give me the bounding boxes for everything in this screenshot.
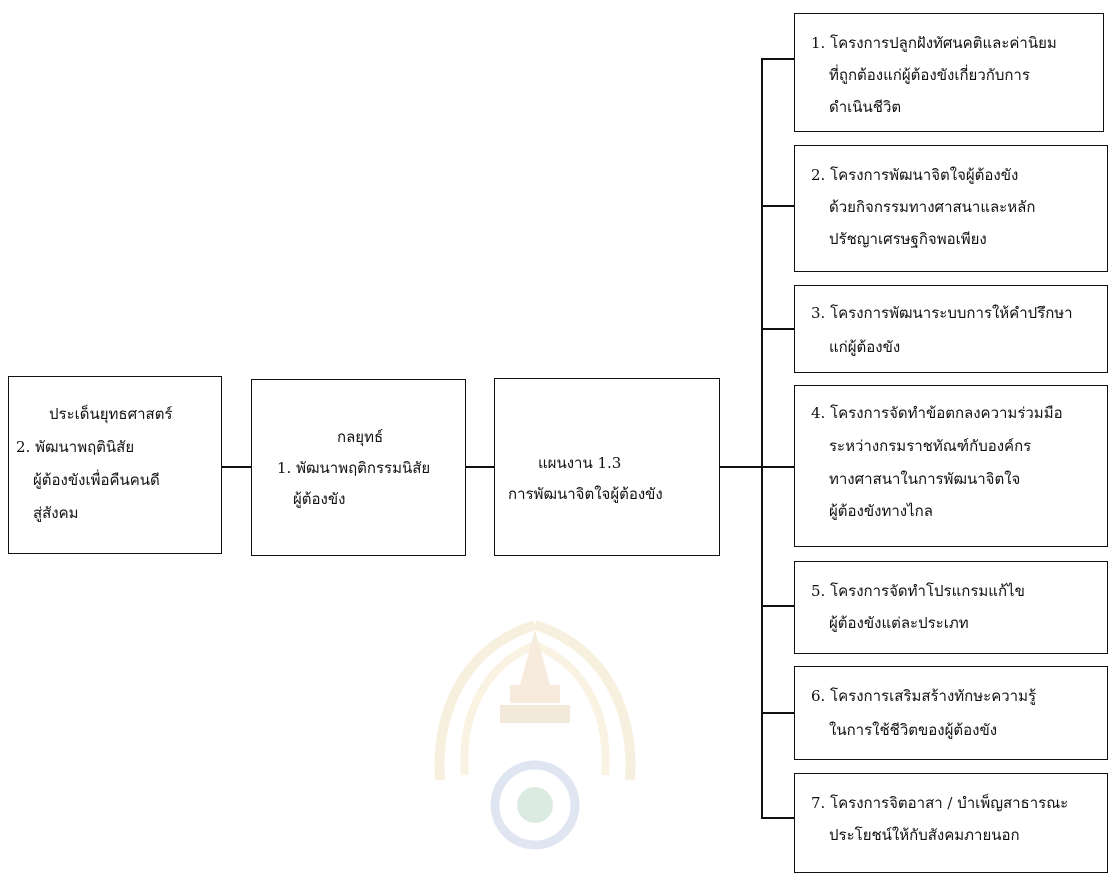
- project-2-line3: ปรัชญาเศรษฐกิจพอเพียง: [829, 230, 987, 248]
- plan-heading: แผนงาน 1.3: [538, 454, 622, 472]
- project-6-line1: 6. โครงการเสริมสร้างทักษะความรู้: [811, 687, 1037, 705]
- project-4-line3: ทางศาสนาในการพัฒนาจิตใจ: [829, 470, 1021, 488]
- project-box-5: 5. โครงการจัดทำโปรแกรมแก้ไข ผู้ต้องขังแต…: [794, 561, 1108, 654]
- strategy-title-line2: ผู้ต้องขัง: [293, 490, 346, 508]
- connector-issue-strategy: [222, 466, 251, 468]
- project-6-line2: ในการใช้ชีวิตของผู้ต้องขัง: [829, 721, 998, 739]
- connector-strategy-plan: [466, 466, 494, 468]
- strategy-title: 1. พัฒนาพฤติกรรมนิสัย: [277, 459, 431, 477]
- project-1-line2: ที่ถูกต้องแก่ผู้ต้องขังเกี่ยวกับการ: [829, 66, 1030, 84]
- project-4-line2: ระหว่างกรมราชทัณฑ์กับองค์กร: [829, 437, 1032, 455]
- strategy-box: กลยุทธ์ 1. พัฒนาพฤติกรรมนิสัย ผู้ต้องขัง: [251, 379, 466, 556]
- emblem-tier: [510, 685, 560, 703]
- project-4-line1: 4. โครงการจัดทำข้อตกลงความร่วมมือ: [811, 404, 1063, 422]
- project-7-line1: 7. โครงการจิตอาสา / บำเพ็ญสาธารณะ: [811, 794, 1069, 812]
- issue-heading: ประเด็นยุทธศาสตร์: [49, 405, 173, 423]
- connector-branch-1: [761, 58, 794, 60]
- project-7-line2: ประโยชน์ให้กับสังคมภายนอก: [829, 826, 1020, 844]
- connector-branch-6: [761, 712, 794, 714]
- project-2-line2: ด้วยกิจกรรมทางศาสนาและหลัก: [829, 198, 1036, 216]
- connector-plan-trunk: [720, 466, 762, 468]
- project-box-7: 7. โครงการจิตอาสา / บำเพ็ญสาธารณะ ประโยช…: [794, 773, 1108, 873]
- connector-branch-2: [761, 205, 794, 207]
- emblem-inner: [517, 787, 553, 823]
- project-box-3: 3. โครงการพัฒนาระบบการให้คำปรึกษา แก่ผู้…: [794, 285, 1108, 373]
- connector-branch-5: [761, 605, 794, 607]
- emblem-tier: [500, 705, 570, 723]
- project-4-line4: ผู้ต้องขังทางไกล: [829, 502, 933, 520]
- connector-branch-7: [761, 817, 794, 819]
- project-box-2: 2. โครงการพัฒนาจิตใจผู้ต้องขัง ด้วยกิจกร…: [794, 145, 1108, 272]
- project-2-line1: 2. โครงการพัฒนาจิตใจผู้ต้องขัง: [811, 166, 1019, 184]
- connector-branch-4: [761, 466, 794, 468]
- strategy-heading: กลยุทธ์: [337, 428, 384, 446]
- connector-branch-3: [761, 328, 794, 330]
- emblem-circle: [490, 760, 580, 850]
- project-1-line1: 1. โครงการปลูกฝังทัศนคติและค่านิยม: [811, 34, 1057, 52]
- university-emblem-watermark: [434, 620, 636, 850]
- project-3-line1: 3. โครงการพัฒนาระบบการให้คำปรึกษา: [811, 304, 1073, 322]
- project-3-line2: แก่ผู้ต้องขัง: [829, 338, 901, 356]
- plan-title: การพัฒนาจิตใจผู้ต้องขัง: [508, 485, 663, 503]
- connector-trunk-vertical: [761, 58, 763, 817]
- issue-number-title: 2. พัฒนาพฤตินิสัย: [16, 438, 135, 456]
- plan-box: แผนงาน 1.3 การพัฒนาจิตใจผู้ต้องขัง: [494, 378, 720, 556]
- project-5-line2: ผู้ต้องขังแต่ละประเภท: [829, 614, 969, 632]
- emblem-crown: [520, 630, 550, 685]
- project-5-line1: 5. โครงการจัดทำโปรแกรมแก้ไข: [811, 582, 1025, 600]
- issue-title-line3: สู่สังคม: [33, 504, 79, 522]
- strategic-issue-box: ประเด็นยุทธศาสตร์ 2. พัฒนาพฤตินิสัย ผู้ต…: [8, 376, 222, 554]
- project-box-4: 4. โครงการจัดทำข้อตกลงความร่วมมือ ระหว่า…: [794, 385, 1108, 547]
- issue-title-line2: ผู้ต้องขังเพื่อคืนคนดี: [33, 471, 160, 489]
- project-1-line3: ดำเนินชีวิต: [829, 98, 902, 116]
- emblem-rays: [434, 620, 636, 781]
- project-box-6: 6. โครงการเสริมสร้างทักษะความรู้ ในการใช…: [794, 666, 1108, 760]
- project-box-1: 1. โครงการปลูกฝังทัศนคติและค่านิยม ที่ถู…: [794, 13, 1104, 132]
